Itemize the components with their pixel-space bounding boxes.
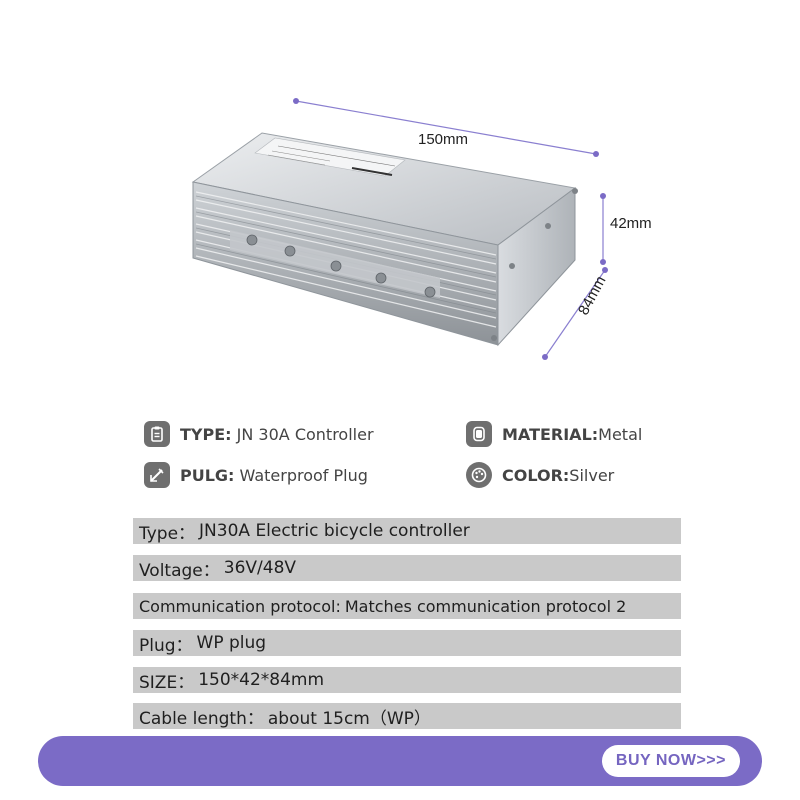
height-dimension-label: 42mm bbox=[610, 215, 652, 232]
length-dimension-label: 150mm bbox=[418, 131, 469, 148]
controller-product-image bbox=[191, 98, 608, 360]
palette-icon bbox=[466, 462, 492, 488]
spec-row-size: SIZE：150*42*84mm bbox=[133, 667, 681, 693]
feature-type-value: JN 30A Controller bbox=[231, 424, 374, 444]
material-icon bbox=[466, 421, 492, 447]
spec-plug-value: WP plug bbox=[196, 633, 267, 653]
feature-material-key: MATERIAL: bbox=[502, 424, 599, 444]
spec-plug-label: Plug： bbox=[139, 635, 193, 656]
spec-protocol-label: Communication protocol: bbox=[139, 596, 341, 616]
spec-protocol-value: Matches communication protocol 2 bbox=[344, 596, 627, 616]
spec-row-protocol: Communication protocol:Matches communica… bbox=[133, 593, 681, 619]
feature-plug-key: PULG: bbox=[180, 465, 235, 485]
feature-color-value: Silver bbox=[569, 465, 615, 485]
spec-row-voltage: Voltage：36V/48V bbox=[133, 555, 681, 581]
clipboard-icon bbox=[144, 421, 170, 447]
feature-color: COLOR:Silver bbox=[466, 462, 614, 488]
feature-plug-value: Waterproof Plug bbox=[234, 465, 368, 485]
spec-voltage-label: Voltage： bbox=[139, 560, 220, 581]
feature-material: MATERIAL:Metal bbox=[466, 421, 642, 447]
spec-row-cable-length: Cable length：about 15cm（WP） bbox=[133, 703, 681, 729]
feature-color-key: COLOR: bbox=[502, 465, 570, 485]
feature-type: TYPE: JN 30A Controller bbox=[144, 421, 374, 447]
cta-bar: BUY NOW>>> bbox=[38, 736, 762, 786]
spec-size-value: 150*42*84mm bbox=[198, 670, 325, 690]
spec-type-label: Type： bbox=[139, 523, 196, 544]
spec-cable-value: about 15cm（WP） bbox=[267, 708, 431, 729]
spec-type-value: JN30A Electric bicycle controller bbox=[199, 521, 470, 541]
feature-type-key: TYPE: bbox=[180, 424, 232, 444]
spec-row-type: Type： JN30A Electric bicycle controller bbox=[133, 518, 681, 544]
feature-plug: PULG: Waterproof Plug bbox=[144, 462, 368, 488]
plug-icon bbox=[144, 462, 170, 488]
spec-cable-label: Cable length： bbox=[139, 708, 264, 729]
feature-material-value: Metal bbox=[598, 424, 643, 444]
spec-row-plug: Plug：WP plug bbox=[133, 630, 681, 656]
buy-now-button[interactable]: BUY NOW>>> bbox=[601, 745, 740, 777]
spec-size-label: SIZE： bbox=[139, 672, 195, 693]
spec-voltage-value: 36V/48V bbox=[223, 558, 297, 578]
